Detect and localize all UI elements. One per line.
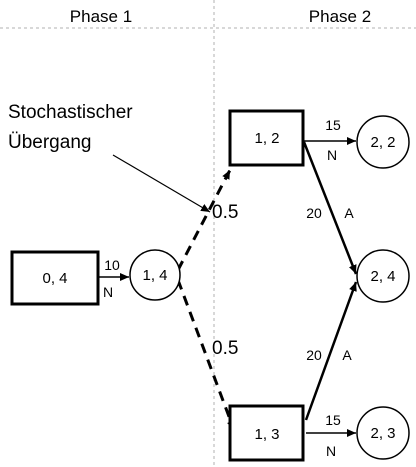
node-box-1-3: 1, 3 <box>228 404 305 462</box>
edge-13-24 <box>304 281 358 421</box>
edge-12-24-value: 20 <box>306 205 322 221</box>
node-circle-2-4-label: 2, 4 <box>370 268 395 285</box>
node-circle-2-2-label: 2, 2 <box>370 134 395 151</box>
annotation-line-1: Stochastischer <box>8 102 133 123</box>
edge-13-24-value: 20 <box>306 347 322 363</box>
annotation-arrow <box>112 154 211 213</box>
phase-2-label: Phase 2 <box>309 7 371 26</box>
node-box-1-2-label: 1, 2 <box>254 130 279 147</box>
node-circle-2-4: 2, 4 <box>356 249 410 303</box>
annotation-line-2: Übergang <box>8 132 91 153</box>
probability-lower: 0.5 <box>212 338 238 359</box>
edge-04-14-letter: N <box>103 284 113 300</box>
node-circle-1-4-label: 1, 4 <box>142 267 167 284</box>
node-box-1-3-label: 1, 3 <box>254 426 279 443</box>
stochastic-edge-upper <box>176 169 232 271</box>
node-box-0-4-label: 0, 4 <box>42 270 67 287</box>
edge-13-23-value: 15 <box>325 412 341 428</box>
edge-13-24-letter: A <box>342 347 352 363</box>
node-circle-2-3-label: 2, 3 <box>370 425 395 442</box>
edge-12-22-value: 15 <box>325 117 341 133</box>
node-circle-2-2: 2, 2 <box>356 115 410 169</box>
edge-12-24-letter: A <box>344 205 354 221</box>
node-box-1-2: 1, 2 <box>228 109 305 167</box>
node-box-0-4: 0, 4 <box>10 250 100 306</box>
node-circle-2-3: 2, 3 <box>356 406 410 460</box>
edge-12-22-letter: N <box>327 147 337 163</box>
edge-04-14-value: 10 <box>104 257 120 273</box>
edge-13-23-letter: N <box>326 443 336 459</box>
phase-1-label: Phase 1 <box>70 7 132 26</box>
edge-12-24 <box>302 141 358 275</box>
node-circle-1-4: 1, 4 <box>129 249 181 301</box>
stochastic-edge-lower <box>176 279 236 431</box>
probability-upper: 0.5 <box>212 202 238 223</box>
